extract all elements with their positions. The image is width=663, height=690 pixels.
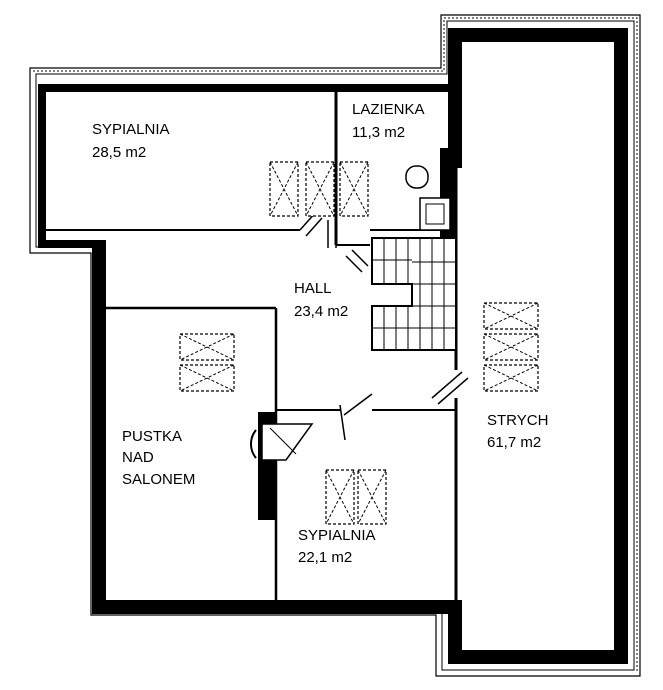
room-label-lazienka: LAZIENKA xyxy=(352,101,425,118)
room-area-sypialnia-1: 28,5 m2 xyxy=(92,144,146,161)
room-label-pustka-line2: NAD xyxy=(122,449,154,466)
room-label-pustka-line3: SALONEM xyxy=(122,471,195,488)
room-label-sypialnia-1: SYPIALNIA xyxy=(92,121,170,138)
room-area-strych: 61,7 m2 xyxy=(487,434,541,451)
room-area-sypialnia-2: 22,1 m2 xyxy=(298,549,352,566)
staircase xyxy=(371,237,457,351)
skylights xyxy=(179,161,539,525)
room-area-hall: 23,4 m2 xyxy=(294,303,348,320)
room-area-lazienka: 11,3 m2 xyxy=(352,124,405,141)
room-label-hall: HALL xyxy=(294,280,332,297)
shower-icon xyxy=(419,197,451,231)
room-label-strych: STRYCH xyxy=(487,412,548,429)
room-label-pustka-line1: PUSTKA xyxy=(122,428,182,445)
room-label-sypialnia-2: SYPIALNIA xyxy=(298,527,376,544)
spiral-stair xyxy=(249,412,314,520)
exterior-walls xyxy=(38,28,628,664)
toilet-icon xyxy=(405,165,429,189)
door-marks xyxy=(299,211,469,441)
